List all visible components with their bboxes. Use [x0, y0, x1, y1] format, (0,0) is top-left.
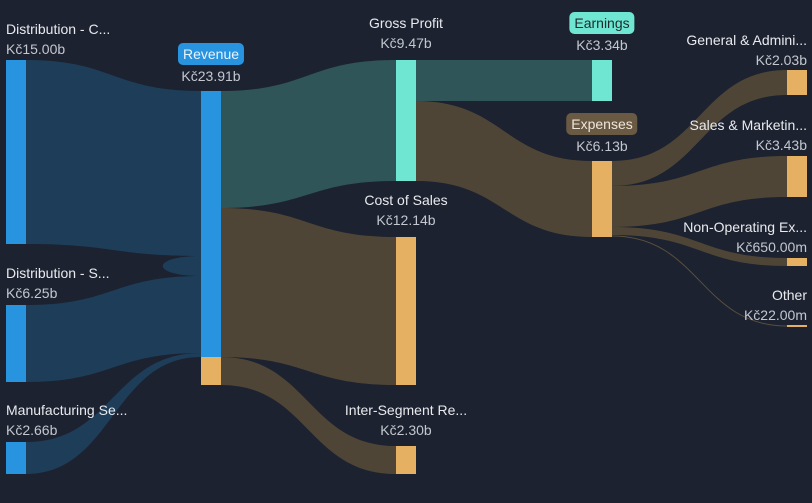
node-cost-of-sales[interactable]	[396, 237, 416, 385]
label-value: Kč650.00m	[736, 239, 807, 255]
revenue-badge: Revenue	[177, 43, 245, 65]
label-gna: General & Admini... Kč2.03b	[686, 32, 807, 69]
link-expenses-to-nonop[interactable]	[612, 227, 787, 266]
node-other[interactable]	[787, 325, 807, 327]
label-inter-segment: Inter-Segment Re... Kč2.30b	[345, 402, 467, 439]
link-revenue-to-cost-of-sales[interactable]	[221, 208, 396, 385]
label-gross-profit: Gross Profit Kč9.47b	[369, 15, 443, 52]
link-mfg-to-revenue[interactable]	[26, 353, 201, 474]
earnings-badge: Earnings	[569, 12, 635, 34]
node-revenue[interactable]	[201, 91, 221, 357]
node-earnings[interactable]	[592, 60, 612, 101]
link-gross-profit-to-expenses[interactable]	[416, 101, 592, 237]
label-dist-c: Distribution - C... Kč15.00b	[6, 21, 110, 58]
node-expenses[interactable]	[592, 161, 612, 237]
label-value: Kč3.43b	[755, 137, 807, 153]
link-gross-profit-to-earnings[interactable]	[416, 60, 592, 101]
node-gna[interactable]	[787, 70, 807, 95]
label-name: Non-Operating Ex...	[683, 219, 807, 235]
link-expenses-to-snm[interactable]	[612, 156, 787, 227]
label-name: Manufacturing Se...	[6, 402, 128, 418]
label-snm: Sales & Marketin... Kč3.43b	[690, 117, 808, 154]
label-dist-s: Distribution - S... Kč6.25b	[6, 265, 109, 302]
label-other: Other Kč22.00m	[744, 287, 807, 324]
expenses-badge: Expenses	[566, 113, 638, 135]
label-name: Distribution - S...	[6, 265, 110, 281]
label-value: Kč2.30b	[380, 422, 432, 438]
node-inter-segment[interactable]	[396, 446, 416, 474]
label-cost-of-sales: Cost of Sales Kč12.14b	[364, 192, 447, 229]
label-value: Kč2.66b	[6, 422, 58, 438]
node-snm[interactable]	[787, 156, 807, 197]
link-dist-c-to-revenue-fill	[162, 256, 201, 276]
node-nonop[interactable]	[787, 258, 807, 266]
label-value: Kč23.91b	[181, 68, 241, 84]
label-value: Kč3.34b	[576, 37, 628, 53]
link-dist-c-to-revenue[interactable]	[26, 60, 201, 256]
label-value: Kč9.47b	[380, 35, 432, 51]
link-revenue-to-gross-profit[interactable]	[221, 60, 396, 208]
label-name: Cost of Sales	[364, 192, 448, 208]
label-revenue: Revenue Kč23.91b	[177, 43, 245, 85]
label-earnings: Earnings Kč3.34b	[569, 12, 635, 54]
label-value: Kč6.25b	[6, 285, 58, 301]
node-dist-s[interactable]	[6, 305, 26, 382]
link-expenses-to-other[interactable]	[611, 235, 788, 327]
label-expenses: Expenses Kč6.13b	[566, 113, 638, 155]
label-name: Inter-Segment Re...	[344, 402, 468, 418]
label-value: Kč2.03b	[755, 52, 807, 68]
label-mfg: Manufacturing Se... Kč2.66b	[6, 402, 127, 439]
label-value: Kč12.14b	[376, 212, 436, 228]
node-mfg[interactable]	[6, 442, 26, 474]
link-dist-s-to-revenue[interactable]	[26, 276, 201, 382]
label-value: Kč6.13b	[576, 138, 628, 154]
node-revenue-intersegment-part[interactable]	[201, 357, 221, 385]
node-gross-profit[interactable]	[396, 60, 416, 181]
label-name: Other	[771, 287, 807, 303]
link-revenue-to-inter-segment[interactable]	[221, 357, 396, 474]
label-value: Kč22.00m	[743, 307, 807, 323]
label-name: General & Admini...	[686, 32, 807, 48]
label-name: Distribution - C...	[6, 21, 111, 37]
label-name: Sales & Marketin...	[689, 117, 808, 133]
label-value: Kč15.00b	[6, 41, 66, 57]
label-nonop: Non-Operating Ex... Kč650.00m	[683, 219, 807, 256]
label-name: Gross Profit	[369, 15, 443, 31]
link-expenses-to-gna[interactable]	[612, 70, 787, 186]
node-dist-c[interactable]	[6, 60, 26, 244]
